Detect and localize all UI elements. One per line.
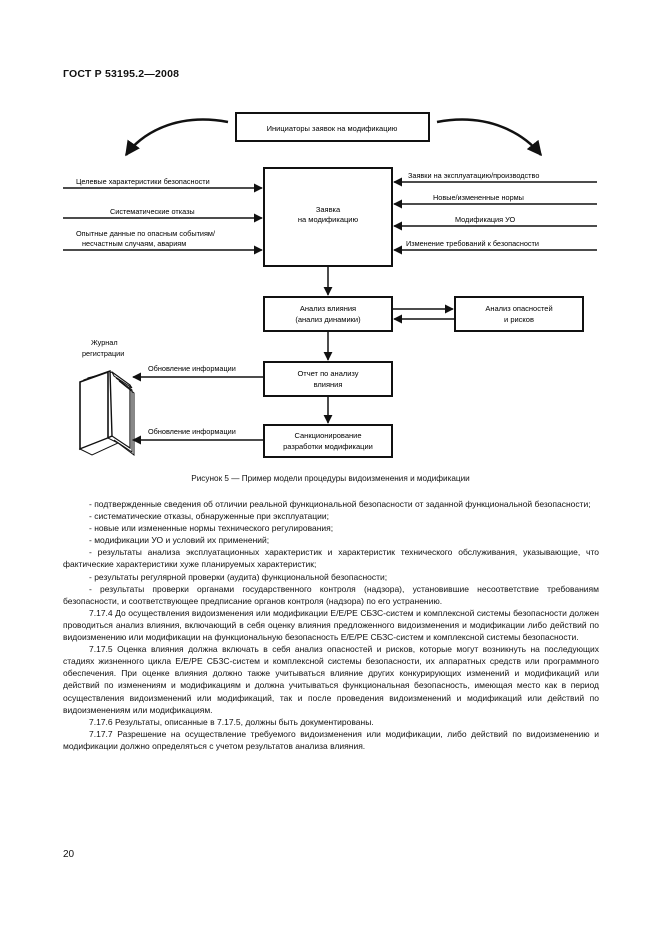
paragraph: - модификации УО и условий их применений… xyxy=(89,535,270,546)
report-label-1: Отчет по анализу xyxy=(297,369,358,378)
journal-label-2: регистрации xyxy=(82,349,124,358)
initiators-box xyxy=(235,112,430,142)
hazard-analysis-box xyxy=(454,296,584,332)
journal-label-1: Журнал xyxy=(91,338,118,347)
journal-book-icon xyxy=(78,370,135,456)
paragraph: - новые или измененные нормы техническог… xyxy=(89,523,334,534)
paragraph: 7.17.6 Результаты, описанные в 7.17.5, д… xyxy=(89,716,374,727)
paragraph: - систематические отказы, обнаруженные п… xyxy=(89,511,329,522)
update-label-2: Обновление информации xyxy=(148,427,236,436)
request-label-1: Заявка xyxy=(316,205,341,214)
document-header: ГОСТ Р 53195.2—2008 xyxy=(63,68,180,80)
paragraph: - подтвержденные сведения об отличии реа… xyxy=(89,499,591,509)
update-label-1: Обновление информации xyxy=(148,364,236,373)
right-input-label-4: Изменение требований к безопасности xyxy=(406,239,539,248)
right-curved-arrow xyxy=(436,118,542,157)
figure-caption: Рисунок 5 — Пример модели процедуры видо… xyxy=(191,474,470,483)
paragraph: - результаты анализа эксплуатационных ха… xyxy=(63,547,599,570)
sanction-label-2: разработки модификации xyxy=(283,442,373,451)
page-number: 20 xyxy=(63,849,75,860)
left-input-label-1: Целевые характеристики безопасности xyxy=(76,177,210,186)
left-input-label-3b: несчастным случаям, авариям xyxy=(82,239,186,248)
sanction-label-1: Санкционирование xyxy=(295,431,362,440)
paragraph: 7.17.7 Разрешение на осуществление требу… xyxy=(63,728,599,751)
left-input-label-2: Систематические отказы xyxy=(110,207,195,216)
impact-label-2: (анализ динамики) xyxy=(295,315,361,324)
right-input-label-1: Заявки на эксплуатацию/производство xyxy=(408,171,539,180)
left-curved-arrow xyxy=(124,118,229,157)
hazard-label-1: Анализ опасностей xyxy=(485,304,552,313)
impact-report-box xyxy=(263,361,393,397)
paragraph: 7.17.4 До осуществления видоизменения ил… xyxy=(63,607,599,643)
hazard-label-2: и рисков xyxy=(504,315,534,324)
right-input-label-3: Модификация УО xyxy=(455,215,516,224)
report-label-2: влияния xyxy=(314,380,343,389)
left-input-label-3a: Опытные данные по опасным событиям/ xyxy=(76,229,216,238)
request-label-2: на модификацию xyxy=(298,215,359,224)
initiators-label: Инициаторы заявок на модификацию xyxy=(267,124,398,133)
sanction-box xyxy=(263,424,393,458)
right-input-label-2: Новые/измененные нормы xyxy=(433,193,524,202)
modification-procedure-diagram: Инициаторы заявок на модификацию Заявка … xyxy=(63,112,597,458)
impact-analysis-box xyxy=(263,296,393,332)
paragraph: 7.17.5 Оценка влияния должна включать в … xyxy=(63,644,599,715)
paragraph: - результаты проверки органами государст… xyxy=(63,583,599,606)
body-text: - подтвержденные сведения об отличии реа… xyxy=(63,498,599,752)
paragraph: - результаты регулярной проверки (аудита… xyxy=(89,571,388,582)
impact-label-1: Анализ влияния xyxy=(300,304,356,313)
